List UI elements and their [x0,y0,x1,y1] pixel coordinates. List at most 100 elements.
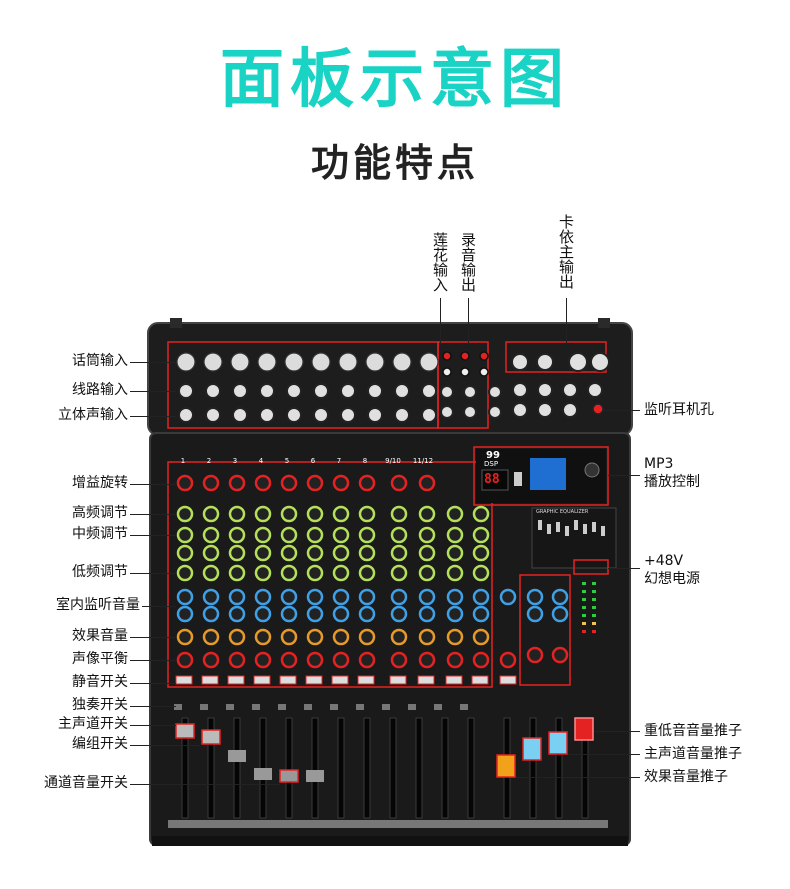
pan-knob-row [176,646,569,669]
label-mp3-line1: MP3 [644,456,674,472]
channel-strips-highlight-box [167,461,493,688]
monitor-knob-row [176,588,569,623]
label-channel-fader: 通道音量开关 [44,775,128,791]
phantom-led-box [573,559,609,575]
low-eq-knob-row [176,564,490,582]
leader-stereo-input [130,416,176,417]
xlr-input-row [176,352,439,372]
high-eq-knob-row [176,505,490,523]
leader-fx-fader [516,777,640,778]
fx-fader-cap [496,754,516,778]
rca-highlight-box [437,341,489,429]
label-mp3-control: MP3 播放控制 [644,455,700,491]
label-monitor-volume: 室内监听音量 [56,597,140,613]
page-subtitle: 功能特点 [310,141,479,185]
channel-number: 1 [180,457,186,465]
channel-number-strip: 1 2 3 4 5 6 7 8 9/10 11/12 [170,457,442,467]
page-title: 面板示意图 [220,43,570,117]
dsp-led-display: 88 [484,472,500,487]
dsp-brand-number: 99 [486,450,500,461]
leader-gain [130,484,176,485]
rca-jacks [442,351,489,377]
leader-high-eq [130,514,176,515]
label-solo: 独奏开关 [72,697,128,713]
label-xlr-main-output: 卡依主输出 [557,214,575,289]
mute-button-row [175,675,517,685]
channel-number: 5 [284,457,290,465]
label-low-eq: 低频调节 [72,564,128,580]
main-fader-cap-right [548,731,568,755]
effect-knob-row [176,628,490,646]
headphone-jack [592,403,604,415]
leader-line-input [130,391,176,392]
dsp-seg-display [481,469,509,491]
dsp-brand-text: DSP [484,460,499,468]
leader-record [468,298,469,344]
label-phantom-line1: +48V [644,553,684,569]
leader-rca [440,298,441,344]
label-pan: 声像平衡 [72,651,128,667]
leader-effect [130,637,176,638]
channel-number: 4 [258,457,264,465]
master-section-box [519,574,571,686]
gain-knob-row [176,474,436,492]
label-phantom-line2: 幻想电源 [644,571,700,587]
label-high-eq: 高频调节 [72,505,128,521]
leader-mute [130,683,176,684]
leader-main-bus [130,725,176,726]
geq-title: GRAPHIC EQUALIZER [536,509,589,515]
label-mic-input: 话筒输入 [72,353,128,369]
mixer-bottom-lip [152,836,628,846]
channel-number: 2 [206,457,212,465]
label-phantom-power: +48V 幻想电源 [644,552,700,588]
leader-sub-fader [594,731,640,732]
label-mute: 静音开关 [72,674,128,690]
channel-fader-cap [175,723,195,739]
leader-xlr [566,298,567,344]
leader-pan [130,660,176,661]
label-line-input: 线路输入 [72,382,128,398]
channel-number: 11/12 [412,457,434,465]
stereo-input-row [178,407,437,423]
dsp-highlight-box [473,446,609,506]
channel-number: 8 [362,457,368,465]
graphic-eq [531,507,617,569]
label-group: 编组开关 [72,736,128,752]
leader-headphone [603,410,640,411]
leader-phantom [608,568,640,569]
dsp-knob [584,462,600,478]
leader-monitor [142,606,176,607]
channel-number: 7 [336,457,342,465]
label-main-bus: 主声道开关 [58,716,128,732]
right-output-jacks [440,352,610,419]
line-input-row [178,383,437,399]
leader-low-eq [130,573,176,574]
sub-fader-cap [574,717,594,741]
label-headphone: 监听耳机孔 [644,402,714,418]
label-main-fader: 主声道音量推子 [644,746,742,762]
dsp-lcd-screen [530,458,566,490]
routing-button-row [174,704,468,710]
leader-group [130,745,200,746]
leader-solo [130,706,176,707]
geq-sliders [538,520,605,536]
leader-mp3 [608,475,640,476]
leader-mid-eq [130,535,176,536]
mid-eq-knob-row [176,526,490,562]
label-sub-fader: 重低音音量推子 [644,723,742,739]
label-record-output: 录音输出 [459,232,477,292]
label-gain: 增益旋转 [72,475,128,491]
leader-main-fader [568,754,640,755]
leader-mic-input [130,362,176,363]
channel-number: 9/10 [385,457,401,465]
label-effect-volume: 效果音量 [72,628,128,644]
channel-number: 3 [232,457,238,465]
main-fader-cap-left [522,737,542,761]
channel-number: 6 [310,457,316,465]
leader-channel-fader [130,784,280,785]
label-mid-eq: 中频调节 [72,526,128,542]
label-mp3-line2: 播放控制 [644,474,700,490]
label-stereo-input: 立体声输入 [58,407,128,423]
